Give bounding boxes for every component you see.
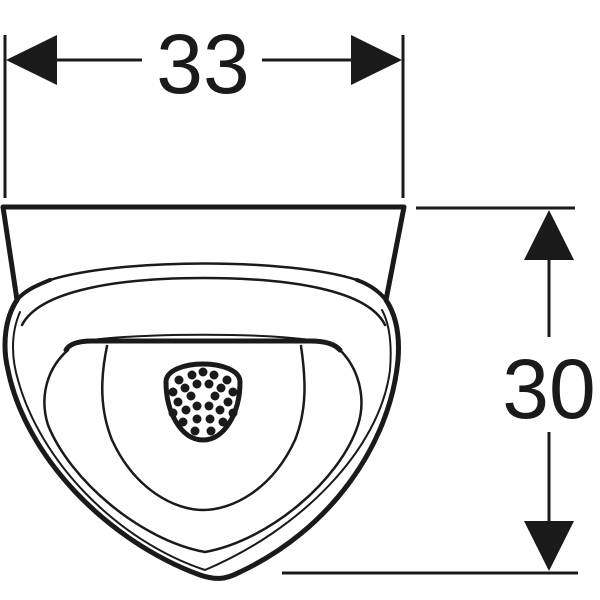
top-rim xyxy=(0,204,407,303)
flush-spreader-top xyxy=(91,333,311,341)
height-dimension xyxy=(282,206,578,575)
drain-strainer xyxy=(163,361,243,443)
inner-basin xyxy=(101,344,306,512)
outer-bowl-inner-line xyxy=(12,309,392,571)
width-dimension xyxy=(3,35,405,198)
arrow-down-icon xyxy=(524,521,574,571)
arrow-left-icon xyxy=(6,35,57,85)
outer-bowl xyxy=(2,297,401,581)
width-dimension-label: 33 xyxy=(156,17,249,111)
rim-upper-arc xyxy=(48,262,359,282)
arrow-right-icon xyxy=(351,35,402,85)
arrow-up-icon xyxy=(524,210,574,260)
height-dimension-label: 30 xyxy=(502,342,595,436)
rim-shoulder-left xyxy=(15,278,52,302)
drain-holes-icon xyxy=(168,367,238,436)
urinal-body xyxy=(0,204,407,581)
rim-shoulder-right xyxy=(355,278,388,302)
flush-spreader xyxy=(63,338,343,353)
rim-lower-arc xyxy=(20,276,387,327)
inner-bowl xyxy=(43,348,363,554)
